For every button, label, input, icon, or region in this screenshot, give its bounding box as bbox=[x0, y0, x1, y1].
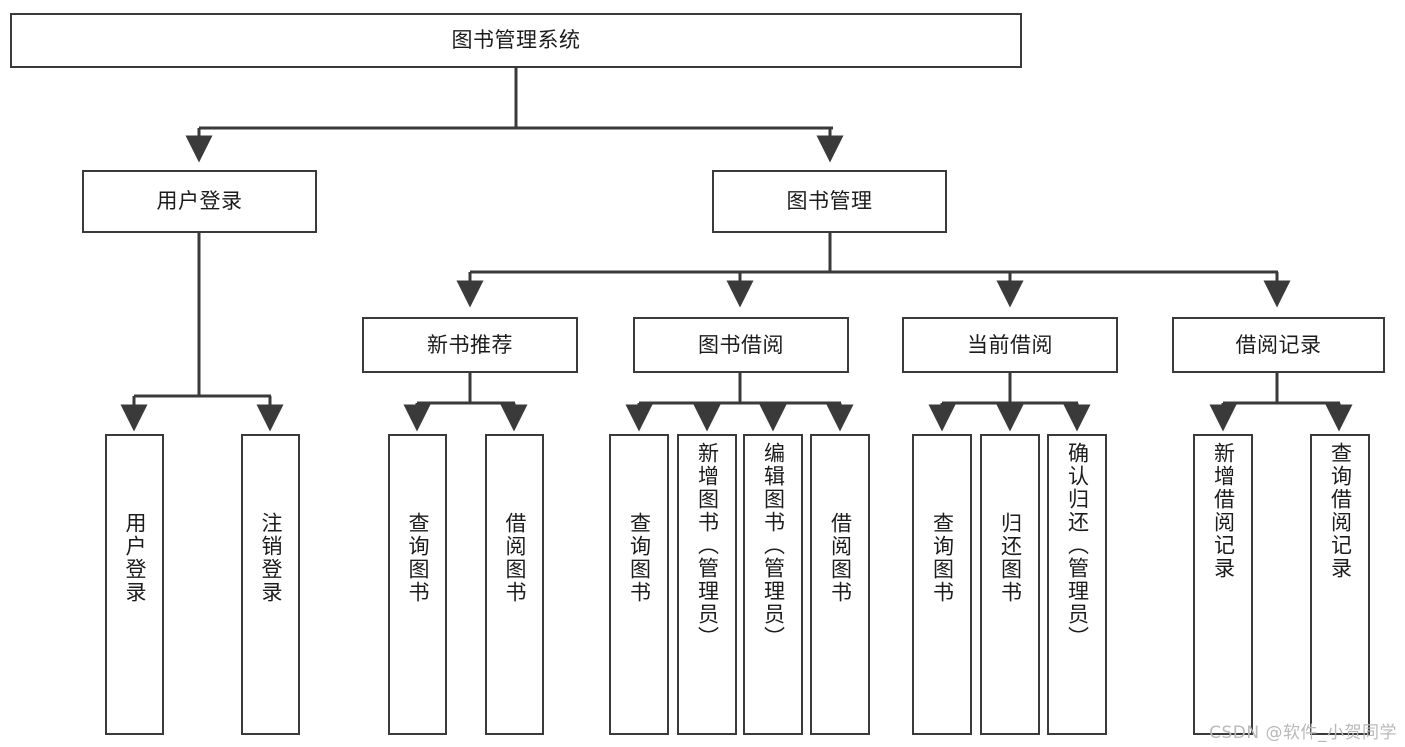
leaf-edit-book-admin[interactable]: 编辑图书（管理员） bbox=[743, 434, 803, 735]
node-label: 查询图书 bbox=[627, 512, 652, 604]
node-label: 图书管理系统 bbox=[451, 28, 581, 52]
node-label: 新增图书（管理员） bbox=[695, 442, 720, 649]
node-label: 查询图书 bbox=[930, 512, 955, 604]
leaf-user-login[interactable]: 用户登录 bbox=[105, 434, 164, 735]
node-label: 图书管理 bbox=[786, 189, 873, 213]
leaf-confirm-return-admin[interactable]: 确认归还（管理员） bbox=[1047, 434, 1107, 735]
node-book-management[interactable]: 图书管理 bbox=[712, 170, 947, 233]
node-label: 查询图书 bbox=[406, 512, 430, 604]
node-label: 借阅图书 bbox=[503, 512, 527, 604]
leaf-return-book[interactable]: 归还图书 bbox=[980, 434, 1040, 735]
node-label: 用户登录 bbox=[156, 189, 243, 213]
node-label: 新书推荐 bbox=[427, 332, 513, 357]
watermark: CSDN @软件_小贺同学 bbox=[1209, 723, 1397, 743]
node-label: 当前借阅 bbox=[967, 332, 1053, 357]
node-label: 注销登录 bbox=[259, 512, 283, 604]
node-label: 确认归还（管理员） bbox=[1065, 442, 1090, 649]
leaf-logout-login[interactable]: 注销登录 bbox=[241, 434, 300, 735]
node-root-system[interactable]: 图书管理系统 bbox=[10, 13, 1022, 68]
leaf-borrow-book-borrow[interactable]: 借阅图书 bbox=[810, 434, 870, 735]
leaf-add-book-admin[interactable]: 新增图书（管理员） bbox=[677, 434, 737, 735]
node-label: 借阅图书 bbox=[828, 512, 853, 604]
node-borrow-record[interactable]: 借阅记录 bbox=[1172, 317, 1385, 373]
leaf-borrow-book-recommend[interactable]: 借阅图书 bbox=[485, 434, 544, 735]
node-label: 借阅记录 bbox=[1235, 332, 1322, 357]
node-label: 用户登录 bbox=[123, 512, 147, 604]
leaf-query-book-borrow[interactable]: 查询图书 bbox=[609, 434, 669, 735]
node-current-borrow[interactable]: 当前借阅 bbox=[902, 317, 1118, 373]
node-new-book-recommend[interactable]: 新书推荐 bbox=[362, 317, 578, 373]
node-label: 查询借阅记录 bbox=[1328, 442, 1353, 580]
leaf-query-borrow-record[interactable]: 查询借阅记录 bbox=[1310, 434, 1370, 735]
leaf-query-book-current[interactable]: 查询图书 bbox=[912, 434, 972, 735]
node-label: 图书借阅 bbox=[698, 332, 784, 357]
leaf-query-book-recommend[interactable]: 查询图书 bbox=[388, 434, 447, 735]
node-book-borrow[interactable]: 图书借阅 bbox=[633, 317, 849, 373]
node-label: 新增借阅记录 bbox=[1211, 442, 1236, 580]
node-label: 编辑图书（管理员） bbox=[761, 442, 786, 649]
leaf-add-borrow-record[interactable]: 新增借阅记录 bbox=[1193, 434, 1253, 735]
node-user-login[interactable]: 用户登录 bbox=[82, 170, 317, 233]
node-label: 归还图书 bbox=[998, 512, 1023, 604]
